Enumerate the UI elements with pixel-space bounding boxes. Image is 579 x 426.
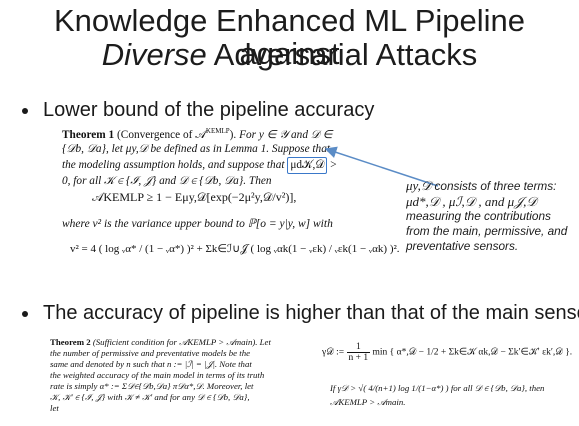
variance-term1: ( log ᵥα* / (1 − ᵥα*) )²: [98, 243, 194, 255]
gamma-frac-den: n + 1: [348, 353, 369, 363]
arrow-line: [324, 146, 439, 187]
bullet-lower-bound: Lower bound of the pipeline accuracy: [22, 99, 374, 122]
theorem1-head-paren: (Convergence of 𝒜: [117, 128, 206, 141]
slide-title-line1: Knowledge Enhanced ML Pipeline against: [53, 3, 526, 72]
note-line4: from the main, permissive, and: [406, 224, 568, 238]
theorem1-line3-post: >: [330, 158, 337, 171]
theorem1-where-line: where v² is the variance upper bound to …: [62, 216, 333, 230]
theorem2-head-rest: (Sufficient condition for 𝒜KEMLP > 𝒜main…: [92, 337, 271, 347]
theorem2-line5: rate is simply α* := Σ𝒟∈{𝒟b,𝒟a} π𝒟α*,𝒟. …: [50, 381, 254, 391]
condition-line1: If γ𝒟 > √( 4/(n+1) log 1/(1−α*) ) for al…: [330, 383, 544, 394]
bullet-dot-icon: [22, 107, 28, 114]
theorem2-line6: 𝒦, 𝒦′ ∈ {ℐ, 𝒥} with 𝒦 ≠ 𝒦′ and for any 𝒟…: [50, 392, 250, 402]
theorem2-line3: same and denoted by n such that n := |ℐ|…: [50, 359, 252, 369]
bullet-higher-accuracy-text: The accuracy of pipeline is higher than …: [43, 302, 579, 324]
note-line5: preventative sensors.: [406, 239, 519, 253]
bullet-lower-bound-text: Lower bound of the pipeline accuracy: [43, 99, 375, 121]
condition-conclusion: 𝒜KEMLP > 𝒜main.: [330, 397, 406, 407]
bullet-higher-accuracy: The accuracy of pipeline is higher than …: [22, 302, 579, 325]
theorem2-line7: let: [50, 403, 59, 413]
variance-formula: v² = 4 ( log ᵥα* / (1 − ᵥα*) )² + Σk∈ℐ∪𝒥…: [70, 242, 400, 256]
variance-plus: + Σk∈ℐ∪𝒥: [196, 243, 248, 255]
note-three-terms: μd*,𝒟 , μℐ,𝒟 , and μ𝒥,𝒟: [406, 194, 537, 209]
variance-term2: ( log ᵥαk(1 − ᵥεk) / ᵥεk(1 − ᵥαk) )².: [250, 243, 400, 255]
theorem1-head: Theorem 1: [62, 128, 115, 141]
gamma-frac-num: 1: [346, 342, 371, 353]
highlighted-mu-term: μd𝒦,𝒟: [287, 156, 328, 174]
theorem1-block: Theorem 1 (Convergence of 𝒜KEMLP). For y…: [62, 124, 378, 188]
bullet-dot-icon: [22, 310, 28, 317]
condition-line2: 𝒜KEMLP > 𝒜main.: [330, 397, 405, 408]
gamma-rest: min { α*,𝒟 − 1/2 + Σk∈𝒦 αk,𝒟 − Σk′∈𝒦′ εk…: [372, 347, 573, 358]
title-emphasis: Diverse: [101, 37, 207, 72]
condition-pre: If γ𝒟 > √( 4/(n+1) log 1/(1−α*) ): [330, 383, 449, 393]
condition-post: for all 𝒟 ∈ {𝒟b, 𝒟a}, then: [450, 383, 545, 393]
slide-title-line2: Diverse Adversarial Attacks: [0, 38, 579, 71]
theorem2-block: Theorem 2 (Sufficient condition for 𝒜KEM…: [50, 337, 312, 414]
theorem1-line1-rest: For y ∈ 𝒴 and 𝒟 ∈: [239, 128, 333, 141]
lower-bound-formula: 𝒜KEMLP ≥ 1 − Eμy,𝒟[exp(−2μ²y,𝒟/v²)],: [92, 190, 297, 204]
note-line1: consists of three terms:: [431, 179, 557, 193]
gamma-lhs: γ𝒟 :=: [322, 347, 345, 358]
title-rest: Adversarial Attacks: [206, 37, 478, 72]
theorem2-line4: the weighted accuracy of the main model …: [50, 370, 265, 380]
theorem1-line2: {𝒟b, 𝒟a}, let μy,𝒟 be defined as in Lemm…: [62, 143, 330, 156]
variance-lhs: v² = 4: [70, 243, 97, 255]
theorem1-head-close: ).: [229, 128, 237, 141]
theorem2-line2: the number of permissive and preventativ…: [50, 348, 250, 358]
theorem1-line4: 0, for all 𝒦 ∈ {ℐ, 𝒥} and 𝒟 ∈ {𝒟b, 𝒟a}. …: [62, 174, 272, 187]
theorem1-where-text: where v² is the variance upper bound to …: [62, 218, 333, 230]
mu-explanation-note: μy,𝒟 consists of three terms: μd*,𝒟 , μℐ…: [406, 178, 576, 254]
theorem1-line1: Theorem 1 (Convergence of 𝒜KEMLP). For y…: [62, 124, 378, 142]
theorem1-line3-pre: the modeling assumption holds, and suppo…: [62, 158, 285, 171]
note-mu-symbol: μy,𝒟: [406, 178, 432, 193]
theorem2-head: Theorem 2: [50, 337, 91, 347]
note-line3: measuring the contributions: [406, 209, 551, 223]
theorem1-head-sup: KEMLP: [205, 127, 230, 135]
